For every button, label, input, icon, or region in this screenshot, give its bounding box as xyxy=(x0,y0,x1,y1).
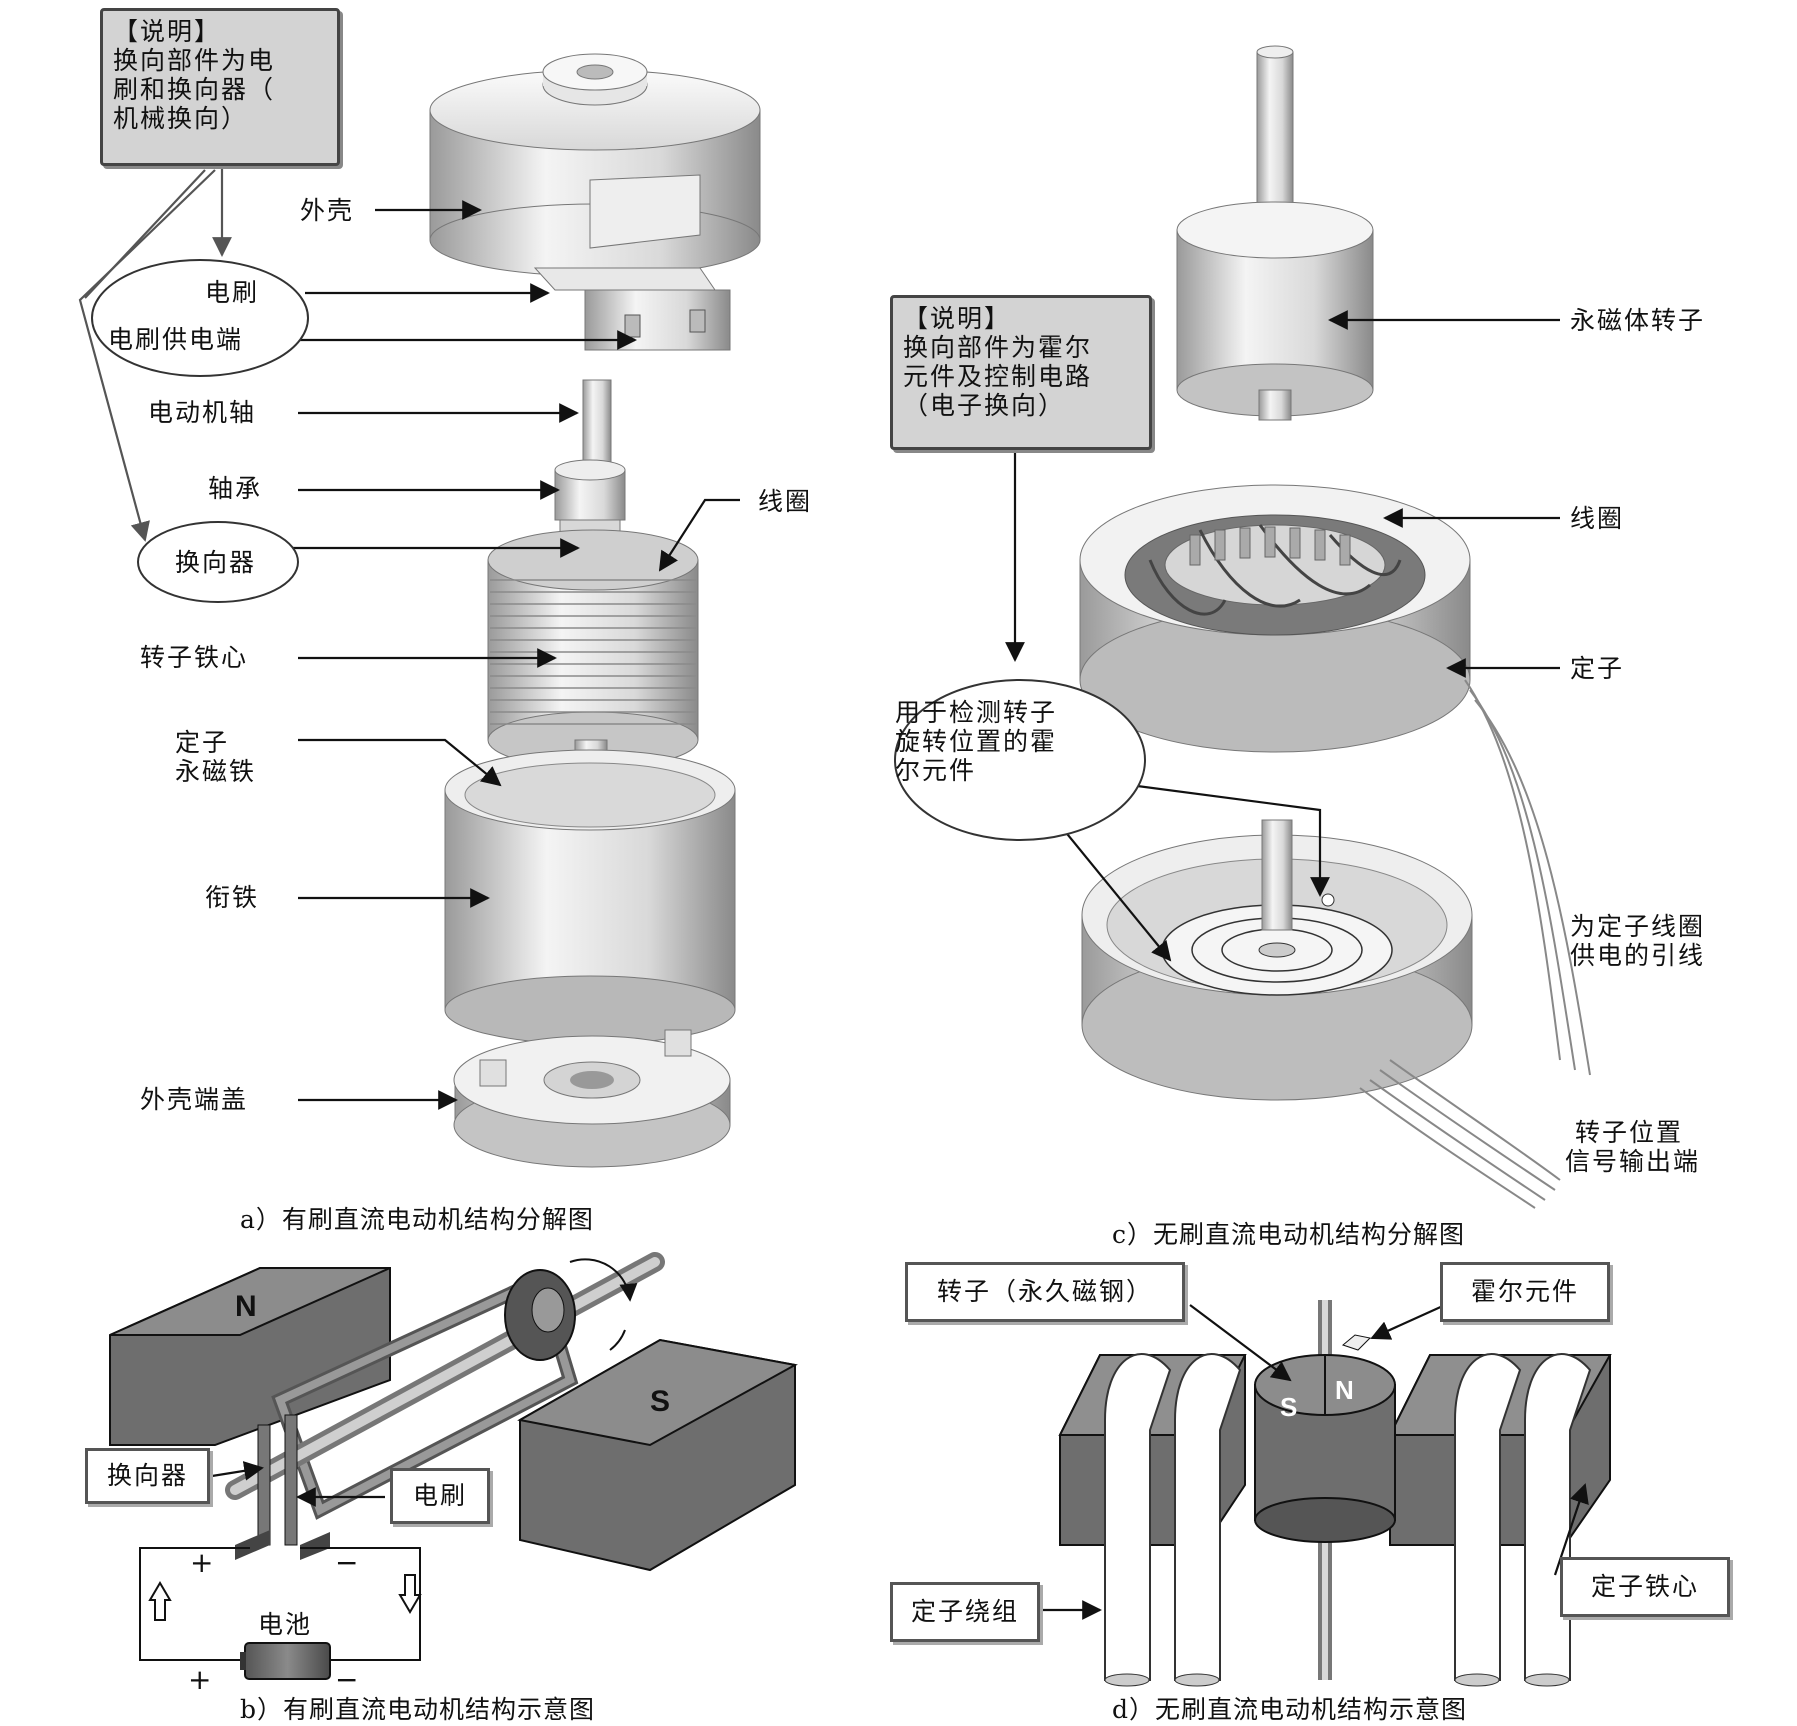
brushed-motor-exploded-drawing xyxy=(78,53,761,1168)
label-stator: 定子 xyxy=(175,728,230,757)
label-brush-terminal: 电刷供电端 xyxy=(108,325,244,354)
label-coil: 线圈 xyxy=(758,487,813,516)
core-label-box: 定子铁心 xyxy=(1560,1557,1730,1617)
panel-a-note-line: 机械换向） xyxy=(113,104,249,133)
label-pm-rotor: 永磁体转子 xyxy=(1570,306,1706,335)
label-shell: 外壳 xyxy=(300,196,355,225)
brushed-motor-schematic xyxy=(109,1252,798,1680)
hall-ellipse-line: 用于检测转子 xyxy=(895,698,1058,727)
winding-label-box: 定子绕组 xyxy=(890,1582,1040,1642)
panel-c-note: 【说明】 换向部件为霍尔 元件及控制电路 （电子换向） xyxy=(890,295,1152,450)
panel-a-note-line: 刷和换向器（ xyxy=(113,75,276,104)
brush-label-box: 电刷 xyxy=(390,1468,490,1524)
label-end-cap: 外壳端盖 xyxy=(140,1085,249,1114)
commutator-ellipse xyxy=(137,521,299,603)
panel-c-note-line: 元件及控制电路 xyxy=(903,362,1093,391)
panel-a-note: 【说明】 换向部件为电 刷和换向器（ 机械换向） xyxy=(100,8,340,166)
hall-ellipse-text: 用于检测转子 旋转位置的霍 尔元件 xyxy=(895,698,1057,785)
brushless-motor-schematic xyxy=(1035,1300,1612,1687)
label-brushless-stator: 定子 xyxy=(1570,654,1625,683)
hall-label: 霍尔元件 xyxy=(1470,1277,1579,1306)
label-armature: 衔铁 xyxy=(205,883,260,912)
s-pole-label: S xyxy=(650,1385,671,1418)
hall-ellipse-line: 旋转位置的霍 xyxy=(895,727,1058,756)
hall-ellipse-line: 尔元件 xyxy=(895,756,977,785)
hall-ellipse xyxy=(894,679,1146,841)
rotor-n-pole: N xyxy=(1335,1375,1354,1405)
label-magnet: 永磁铁 xyxy=(175,757,257,786)
label-signal-1: 转子位置 xyxy=(1575,1118,1684,1147)
rotor-s-pole: S xyxy=(1280,1392,1298,1422)
shell-part xyxy=(429,53,761,277)
panel-c-note-title: 【说明】 xyxy=(903,304,1012,333)
label-signal-2: 信号输出端 xyxy=(1565,1147,1701,1176)
label-commutator: 换向器 xyxy=(175,548,257,577)
core-label: 定子铁心 xyxy=(1590,1572,1699,1601)
winding-label: 定子绕组 xyxy=(910,1597,1019,1626)
minus-bottom: − xyxy=(335,1663,361,1696)
minus-top: − xyxy=(335,1546,361,1579)
label-shaft: 电动机轴 xyxy=(148,398,257,427)
label-rotor-core: 转子铁心 xyxy=(140,643,249,672)
label-brush: 电刷 xyxy=(205,278,260,307)
brush-label: 电刷 xyxy=(412,1481,467,1510)
caption-b: b）有刷直流电动机结构示意图 xyxy=(240,1695,596,1724)
n-pole-label: N xyxy=(235,1290,257,1323)
plus-top: + xyxy=(190,1546,216,1579)
rotor-core-part xyxy=(487,519,699,771)
caption-a: a）有刷直流电动机结构分解图 xyxy=(240,1205,594,1234)
panel-a-note-title: 【说明】 xyxy=(113,17,222,46)
stator-part xyxy=(1079,484,1471,753)
plus-bottom: + xyxy=(188,1663,214,1696)
panel-c-note-line: （电子换向） xyxy=(903,391,1066,420)
commutator-label: 换向器 xyxy=(106,1461,188,1490)
end-cap-part xyxy=(453,1029,731,1168)
panel-c-note-line: 换向部件为霍尔 xyxy=(903,333,1093,362)
hall-label-box: 霍尔元件 xyxy=(1440,1262,1610,1322)
panel-a-note-line: 换向部件为电 xyxy=(113,46,276,75)
label-lead-1: 为定子线圈 xyxy=(1570,912,1706,941)
rotor-label: 转子（永久磁钢） xyxy=(936,1277,1153,1306)
battery-label: 电池 xyxy=(258,1610,313,1639)
label-stator-coil: 线圈 xyxy=(1570,504,1625,533)
caption-c: c）无刷直流电动机结构分解图 xyxy=(1112,1220,1466,1249)
brushless-motor-exploded-drawing xyxy=(894,45,1591,1209)
caption-d: d）无刷直流电动机结构示意图 xyxy=(1112,1695,1468,1724)
commutator-label-box: 换向器 xyxy=(85,1448,210,1504)
battery xyxy=(244,1642,331,1680)
hall-base-part xyxy=(1081,819,1473,1101)
armature-part xyxy=(444,749,736,1045)
rotor-label-box: 转子（永久磁钢） xyxy=(905,1262,1185,1322)
label-lead-2: 供电的引线 xyxy=(1570,941,1706,970)
label-bearing: 轴承 xyxy=(208,474,263,503)
brush-ellipse xyxy=(91,259,309,377)
brush-holder-part xyxy=(533,267,731,351)
